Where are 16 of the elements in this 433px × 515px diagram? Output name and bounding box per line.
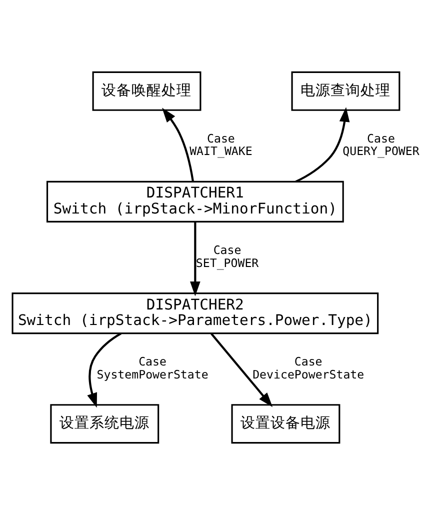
node-box: 设备唤醒处理 — [92, 71, 202, 111]
arrow — [210, 333, 273, 408]
arrow — [87, 332, 122, 408]
arrow — [295, 107, 350, 183]
edge-label: Case DevicePowerState — [252, 354, 364, 382]
node-box: 设置系统电源 — [50, 404, 160, 444]
edge-label: Case SET_POWER — [196, 243, 259, 270]
edge-label: Case SystemPowerState — [96, 354, 208, 382]
arrow — [162, 108, 194, 182]
node-box: DISPATCHER2 Switch (irpStack->Parameters.Power.Type) — [12, 292, 379, 334]
edge-label: Case WAIT_WAKE — [190, 132, 252, 158]
node-box: 电源查询处理 — [291, 71, 400, 111]
arrow — [190, 222, 200, 296]
node-box: 设置设备电源 — [231, 404, 340, 444]
edge-label: Case QUERY_POWER — [342, 132, 420, 158]
node-box: DISPATCHER1 Switch (irpStack->MinorFunction) — [46, 180, 344, 222]
